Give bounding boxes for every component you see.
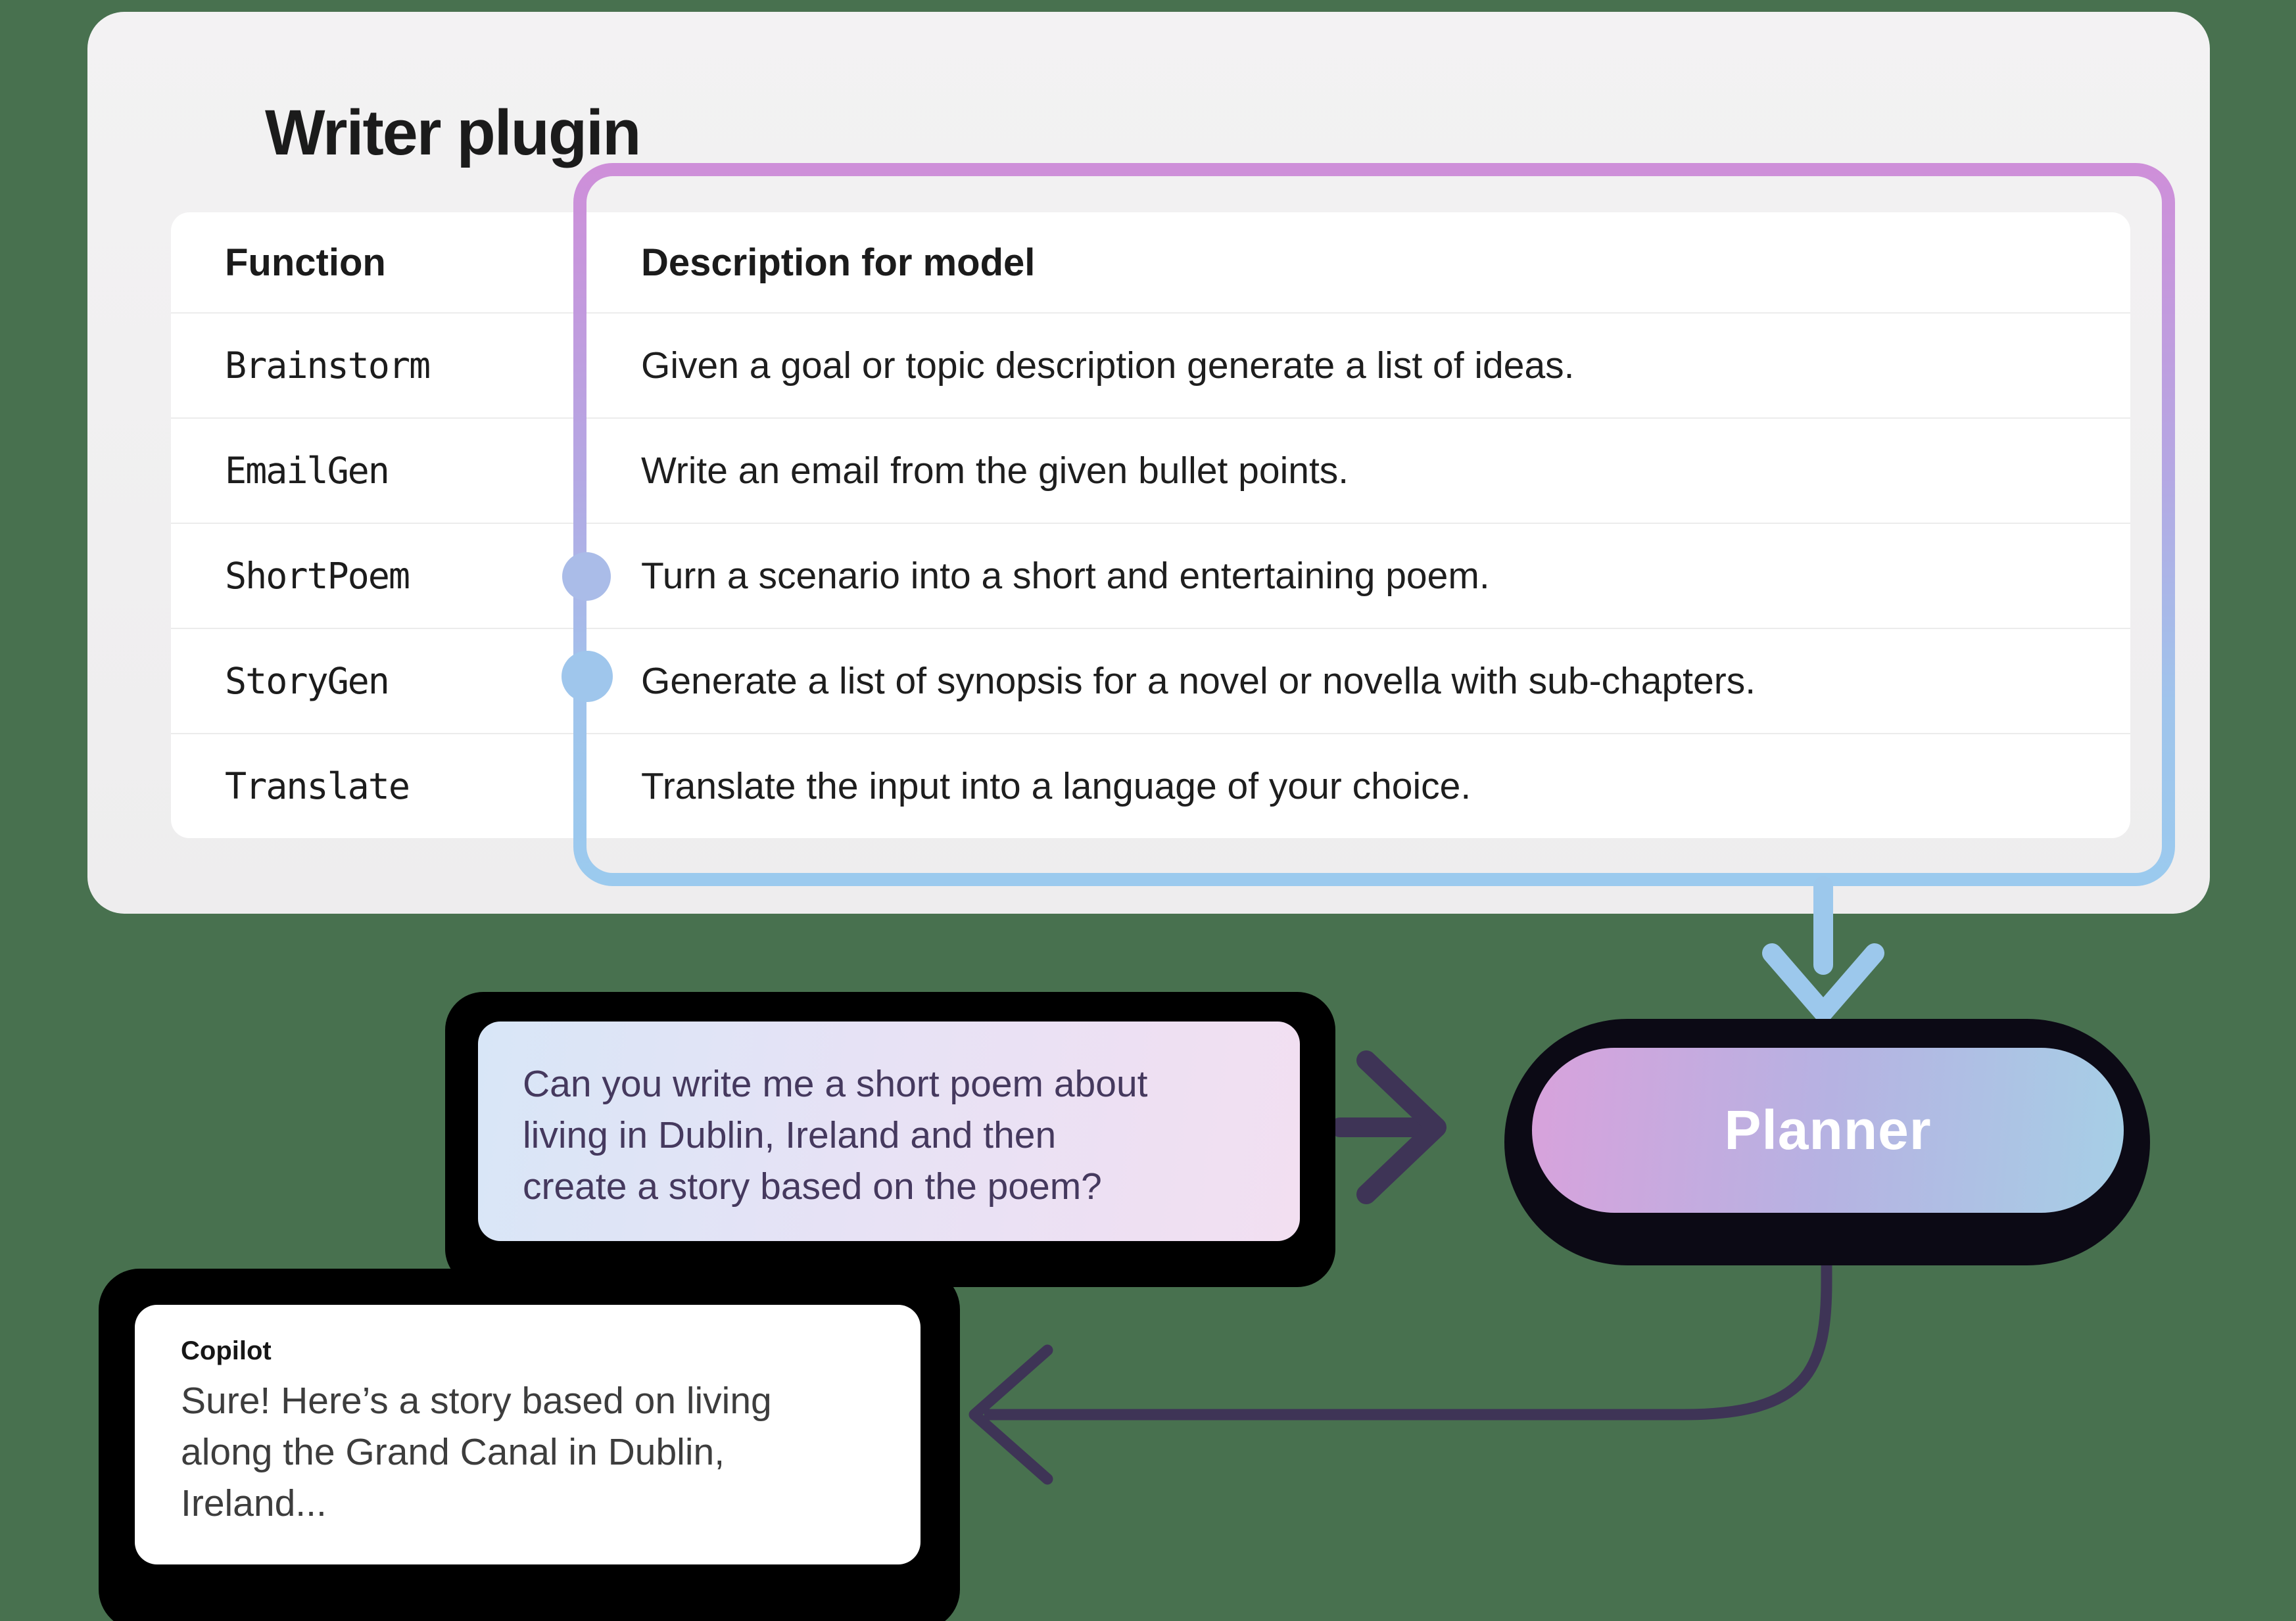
copilot-message-line: Sure! Here’s a story based on living (181, 1380, 772, 1422)
planner-label: Planner (1724, 1099, 1932, 1161)
function-table: Function Description for model Brainstor… (171, 212, 2130, 838)
user-message-line: living in Dublin, Ireland and then (523, 1114, 1057, 1156)
function-name-cell: Translate (225, 765, 410, 807)
copilot-message-line: along the Grand Canal in Dublin, (181, 1431, 725, 1473)
user-message-line: create a story based on the poem? (523, 1165, 1102, 1208)
description-cell: Translate the input into a language of y… (641, 765, 1471, 807)
planner-node: Planner (1532, 1048, 2124, 1213)
table-row-storygen: StoryGen Generate a list of synopsis for… (171, 628, 2130, 733)
table-row-emailgen: EmailGen Write an email from the given b… (171, 417, 2130, 523)
right-arrow-head-icon (1356, 1050, 1447, 1204)
user-message-bubble: Can you write me a short poem about livi… (478, 1022, 1300, 1241)
copilot-message-line: Ireland... (181, 1482, 327, 1524)
left-arrow-head-icon (969, 1344, 1053, 1485)
down-arrow-head-icon (1762, 943, 1884, 1022)
writer-plugin-title: Writer plugin (265, 97, 641, 168)
description-cell: Given a goal or topic description genera… (641, 344, 1575, 387)
table-header-row: Function Description for model (171, 212, 2130, 312)
copilot-author-label: Copilot (181, 1336, 272, 1365)
column-header-description: Description for model (641, 241, 1036, 284)
table-row-translate: Translate Translate the input into a lan… (171, 733, 2130, 838)
function-name-cell: Brainstorm (225, 344, 431, 387)
description-cell: Write an email from the given bullet poi… (641, 450, 1349, 492)
function-name-cell: EmailGen (225, 450, 390, 492)
description-cell: Generate a list of synopsis for a novel … (641, 660, 1756, 702)
copilot-message-bubble: Copilot Sure! Here’s a story based on li… (135, 1305, 921, 1564)
table-row-brainstorm: Brainstorm Given a goal or topic descrip… (171, 312, 2130, 417)
user-message-line: Can you write me a short poem about (523, 1063, 1148, 1105)
function-name-cell: StoryGen (225, 660, 390, 702)
column-header-function: Function (225, 241, 386, 284)
table-row-shortpoem: ShortPoem Turn a scenario into a short a… (171, 523, 2130, 628)
description-cell: Turn a scenario into a short and enterta… (641, 555, 1490, 597)
function-name-cell: ShortPoem (225, 555, 410, 597)
